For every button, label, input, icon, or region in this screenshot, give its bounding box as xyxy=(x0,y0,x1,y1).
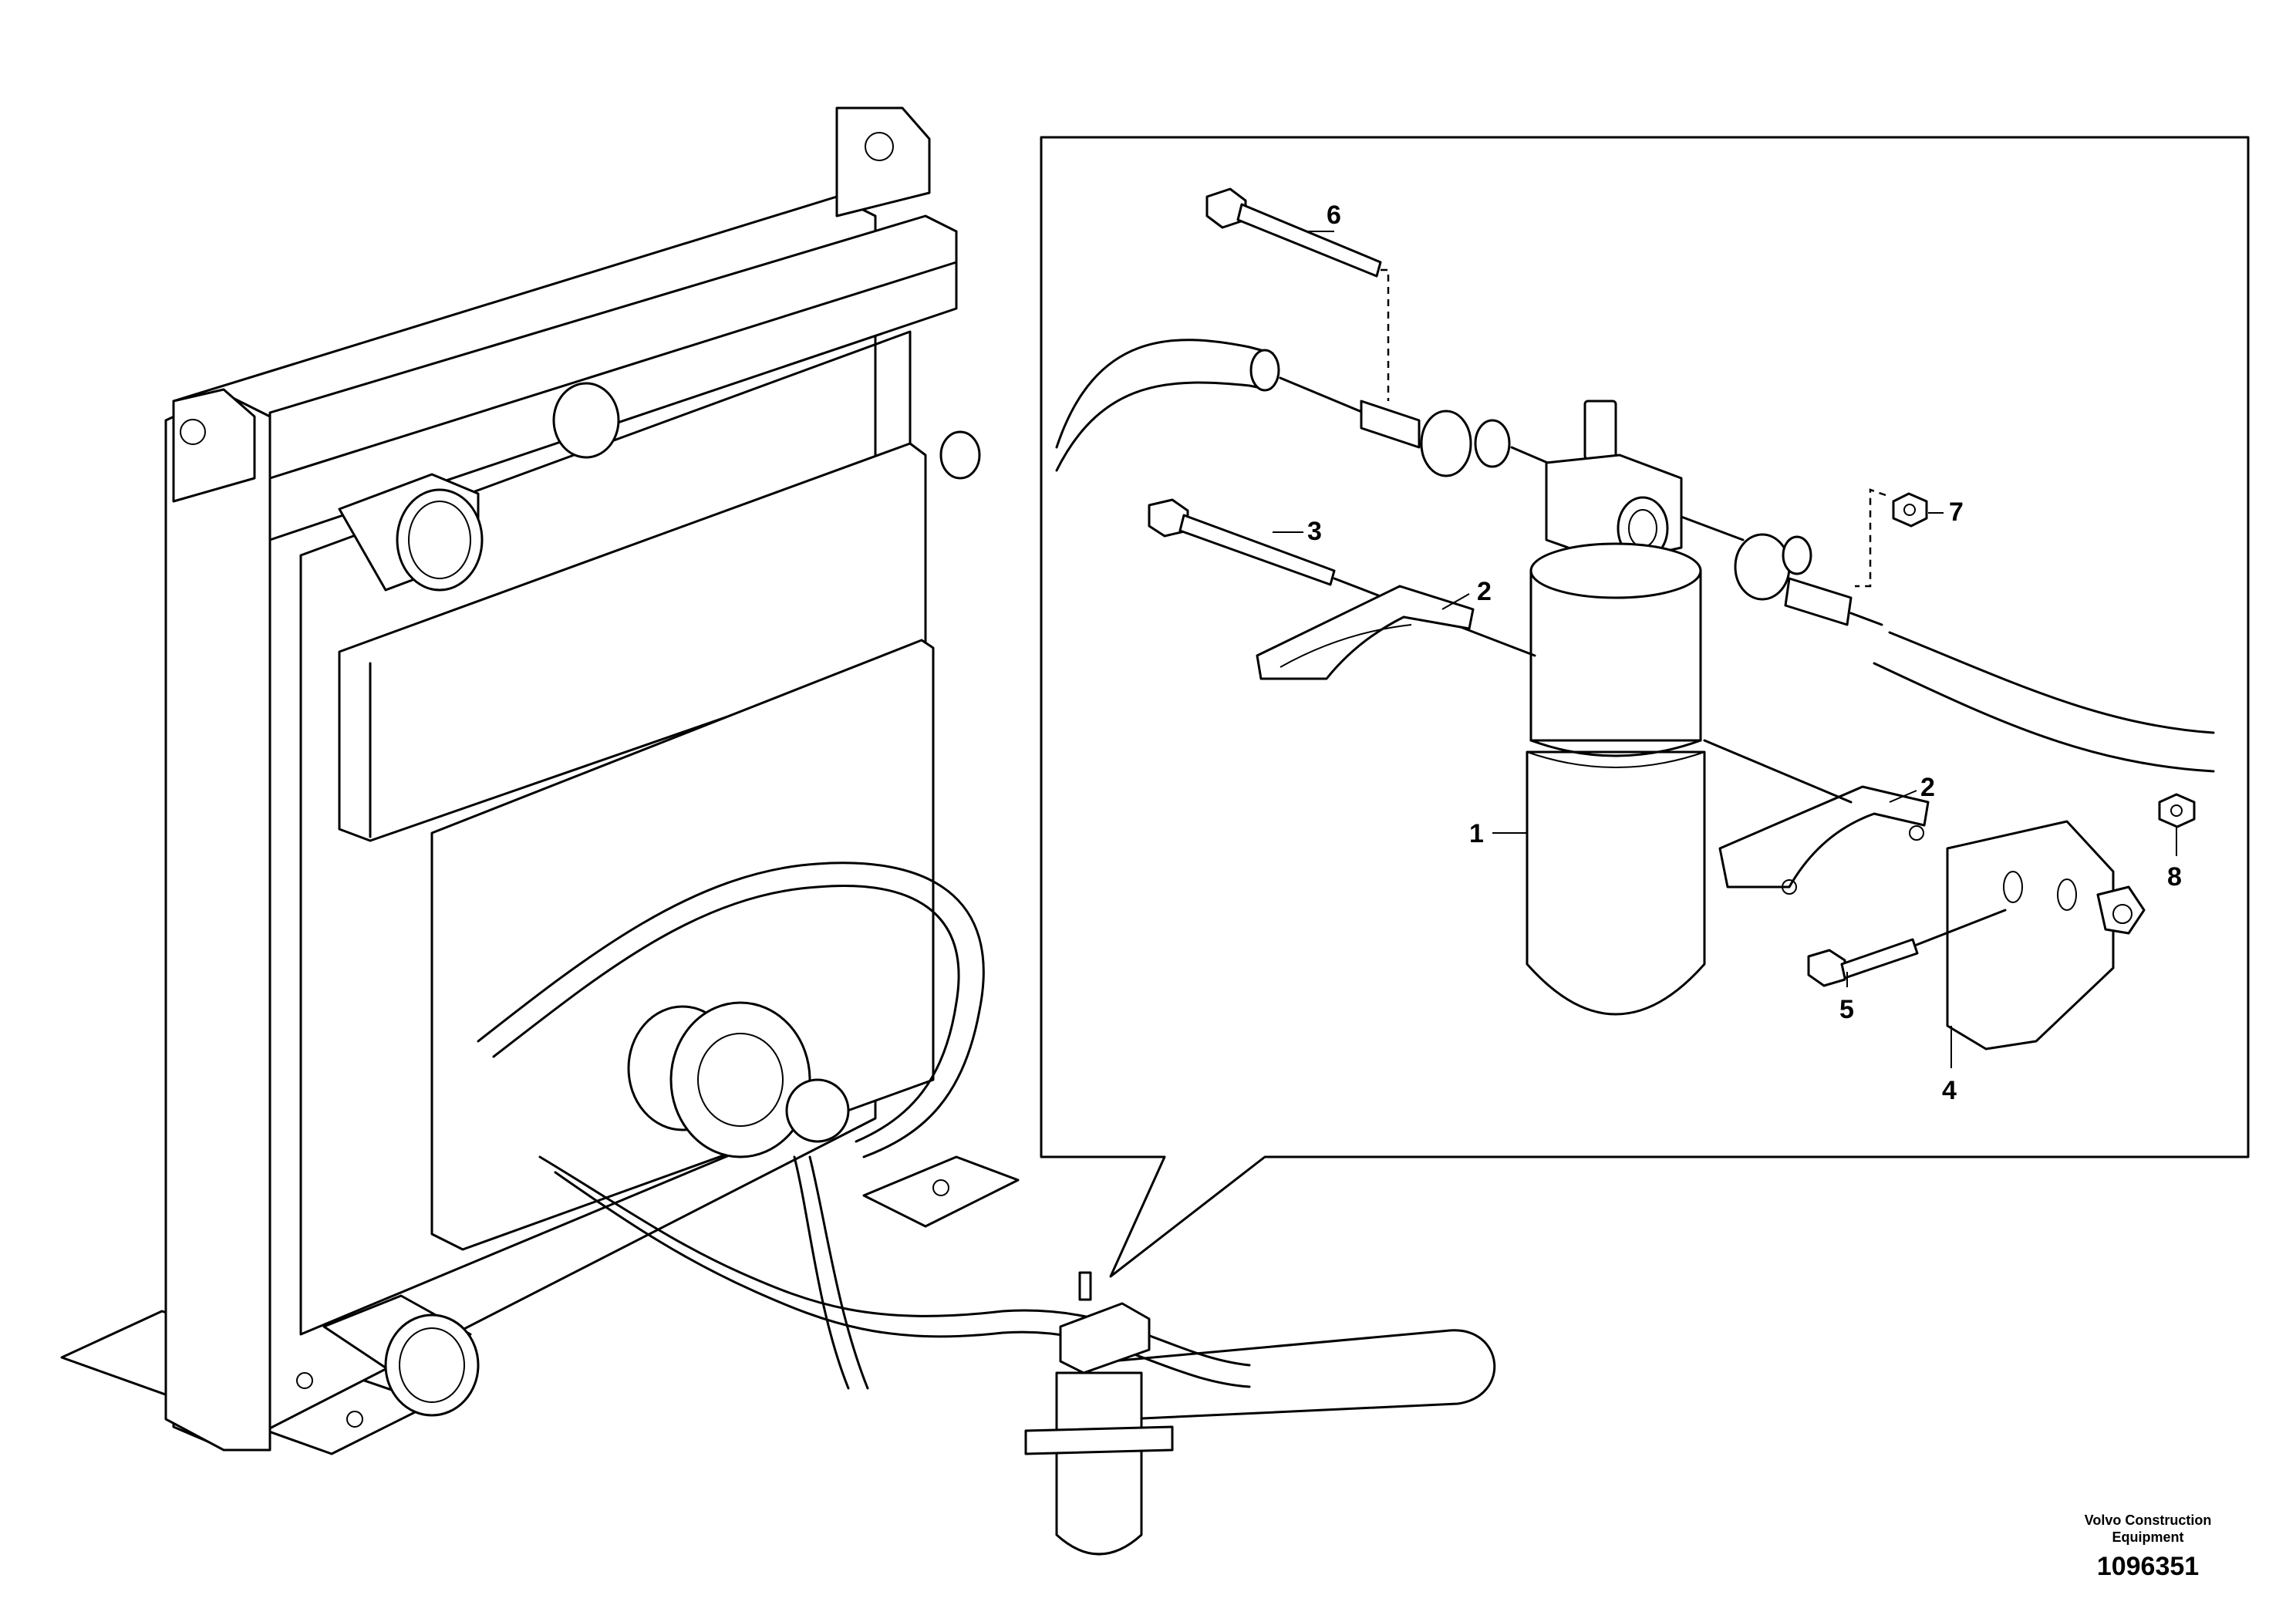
brand-line-1: Volvo Construction xyxy=(2084,1512,2212,1528)
part-3-bolt xyxy=(1148,498,1536,657)
callout-4: 4 xyxy=(1942,1076,1957,1105)
drawing-number: 1096351 xyxy=(2096,1552,2200,1581)
callout-2a: 2 xyxy=(1477,577,1492,606)
part-2-clamp-upper xyxy=(1256,585,1475,680)
radiator-assembly xyxy=(60,106,1020,1455)
callout-2b: 2 xyxy=(1920,773,1935,802)
part-6-bolt xyxy=(1205,187,1390,401)
ac-compressor xyxy=(627,1001,850,1158)
part-2-clamp-lower xyxy=(1703,739,1930,895)
callout-leader-lines xyxy=(1273,231,2177,1068)
part-7-nut xyxy=(1855,488,1928,588)
part-4-bracket xyxy=(1946,820,2146,1050)
detail-view: 1 2 2 3 4 5 6 7 8 xyxy=(1040,136,2250,1278)
callout-3: 3 xyxy=(1307,517,1322,546)
brand-line-2: Equipment xyxy=(2112,1529,2184,1545)
part-5-bolt xyxy=(1807,909,2007,987)
callout-6: 6 xyxy=(1327,201,1341,230)
callout-1: 1 xyxy=(1469,819,1484,848)
hose-fitting-left xyxy=(1279,376,1567,477)
callout-5: 5 xyxy=(1839,995,1854,1024)
part-8-washer xyxy=(2158,793,2196,828)
part-1-receiver-drier xyxy=(1526,400,1706,1016)
hose-fitting-right xyxy=(1680,515,1883,626)
receiver-drier-installed xyxy=(1024,1271,1174,1556)
callout-8: 8 xyxy=(2167,862,2182,892)
callout-7: 7 xyxy=(1949,497,1964,527)
drawing-footer: Volvo Construction Equipment 1096351 xyxy=(2048,1512,2248,1582)
